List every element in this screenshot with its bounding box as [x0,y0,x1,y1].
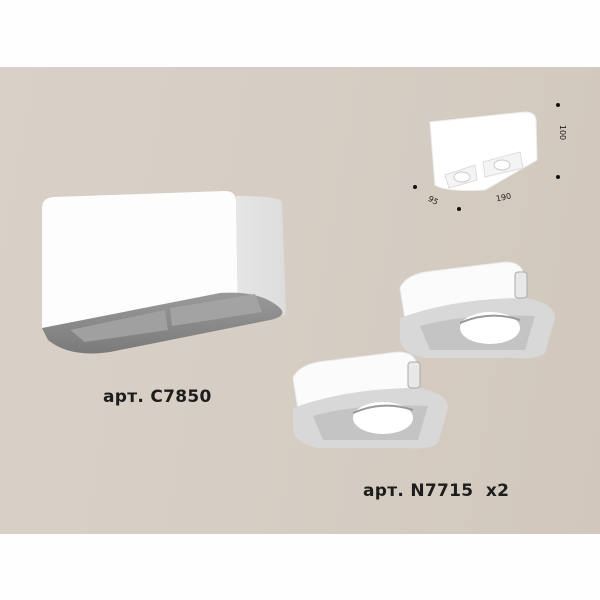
product-label-c7850: арт. C7850 [103,387,212,407]
housing-c7850-image [42,191,286,354]
dimension-marker-dot [556,103,560,107]
insert-n7715-image-2 [292,351,448,449]
dimension-marker-dot [413,185,417,189]
dimension-marker-dot [556,175,560,179]
housing-dimension-thumbnail [429,111,538,191]
insert-n7715-image-1 [399,261,555,359]
product-label-n7715: арт. N7715 x2 [363,481,510,501]
dimension-height: 100 [558,124,568,141]
dimension-marker-dot [457,207,461,211]
